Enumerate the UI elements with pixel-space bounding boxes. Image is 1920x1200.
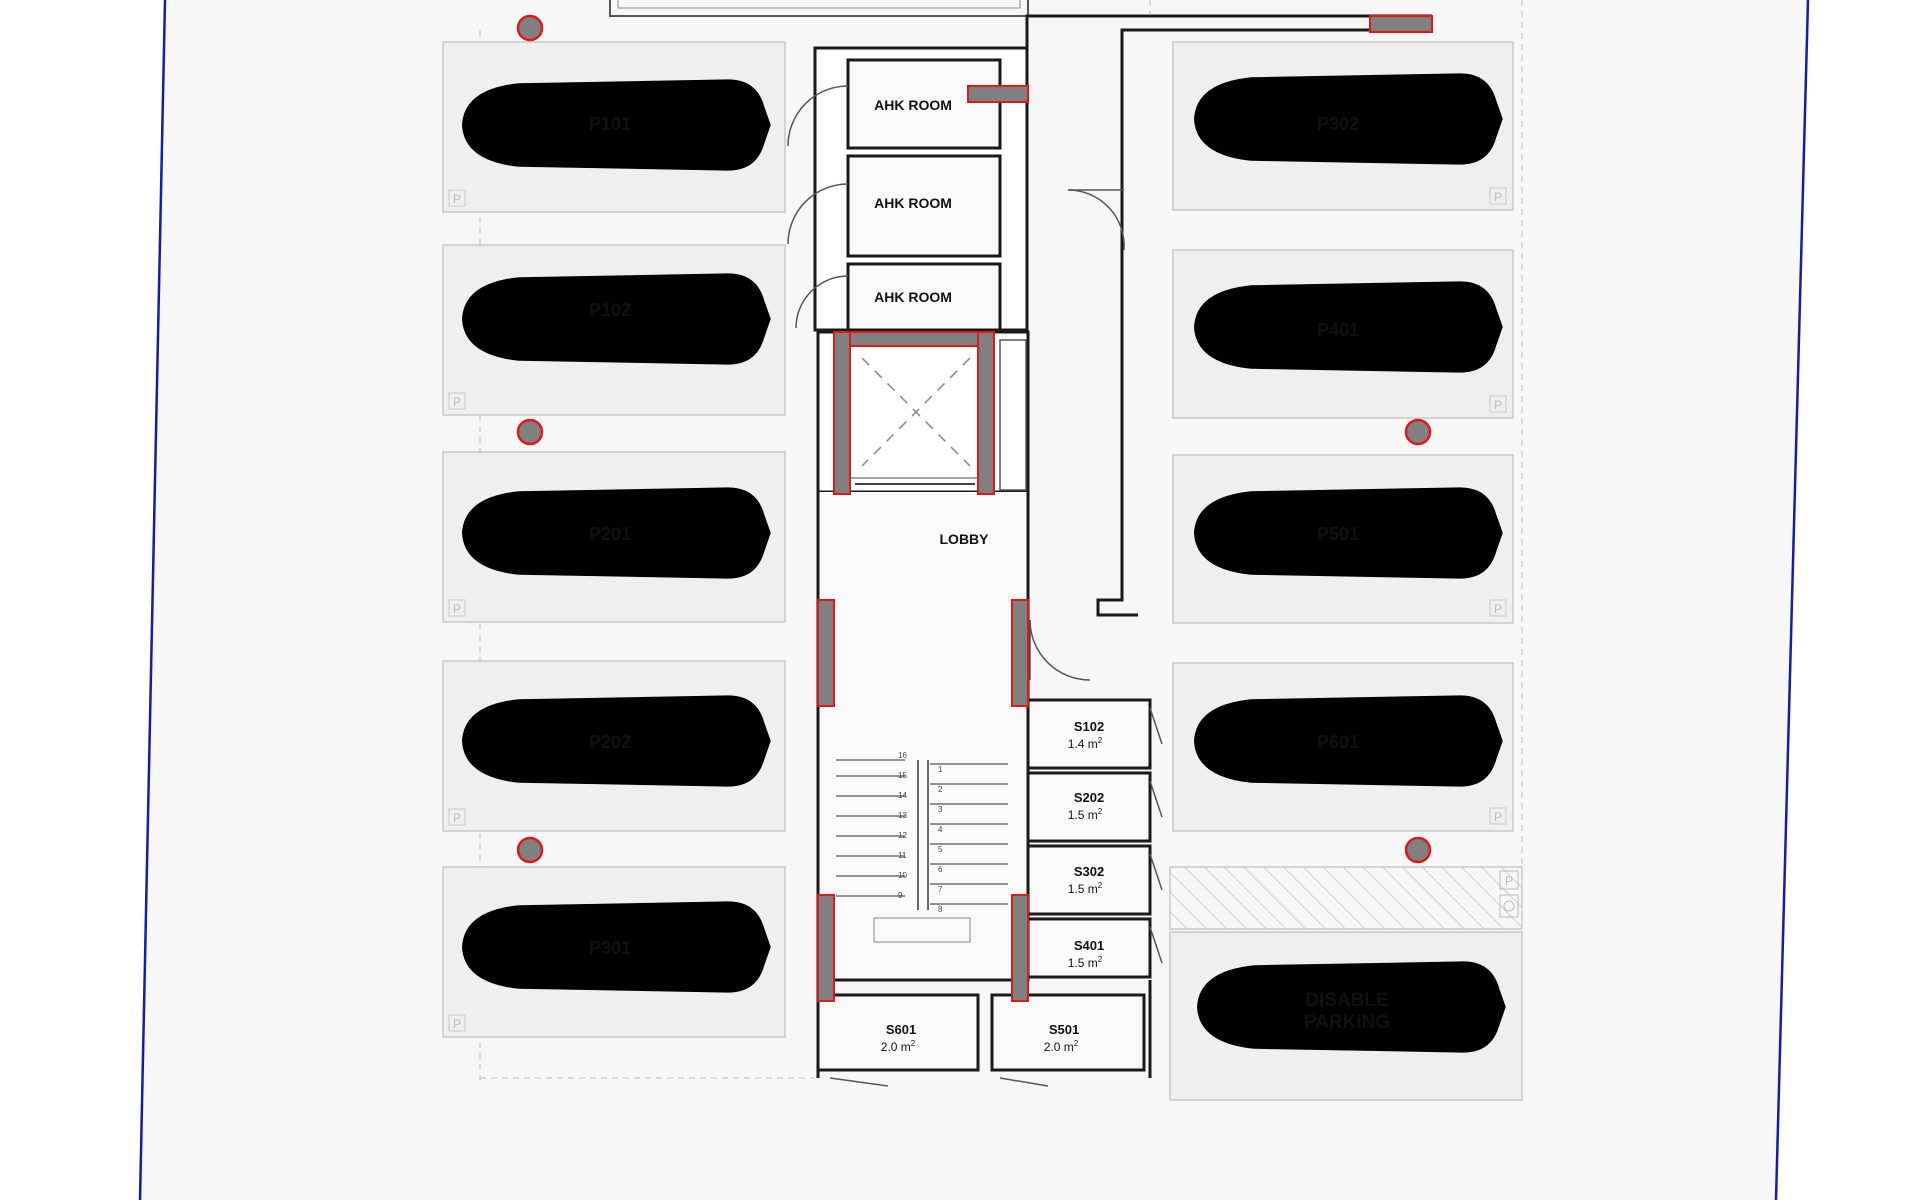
room-labels: AHK ROOM AHK ROOM AHK ROOM LOBBY: [874, 97, 989, 547]
storage-unit[interactable]: S501 2.0 m2: [1044, 1022, 1079, 1054]
parking-sign: P: [453, 811, 461, 825]
parking-bay-label: P102: [589, 300, 631, 320]
storage-labels: S102 1.4 m2 S202 1.5 m2 S302 1.5 m2 S401…: [881, 719, 1104, 1054]
svg-text:3: 3: [938, 805, 943, 814]
stair-numbers: 16 15 14 13 12 11 10 9 1 2 3 4 5 6 7 8: [898, 751, 943, 914]
parking-bay[interactable]: P302 P: [1172, 41, 1514, 211]
parking-bay[interactable]: P601 P: [1172, 662, 1514, 832]
svg-text:14: 14: [898, 791, 907, 800]
ahk-room-label: AHK ROOM: [874, 289, 952, 305]
parking-sign: P: [453, 192, 461, 206]
parking-sign: P: [1505, 874, 1513, 888]
disabled-parking-label: PARKING: [1304, 1012, 1390, 1033]
storage-name: S202: [1074, 790, 1104, 805]
svg-text:12: 12: [898, 831, 907, 840]
parking-bay[interactable]: P501 P: [1172, 454, 1514, 624]
svg-text:6: 6: [938, 865, 943, 874]
stair: [836, 759, 1008, 943]
ahk-room-label: AHK ROOM: [874, 195, 952, 211]
svg-text:5: 5: [938, 845, 943, 854]
svg-text:7: 7: [938, 885, 943, 894]
disabled-parking-label: DISABLE: [1305, 990, 1388, 1011]
door-swings: [787, 85, 1163, 1087]
top-structure: [609, 0, 1029, 17]
parking-bay[interactable]: P202 P: [442, 660, 786, 832]
core-walls: [813, 14, 1432, 1078]
storage-area: 2.0 m2: [1044, 1039, 1079, 1054]
parking-bay[interactable]: P201 P: [442, 451, 786, 623]
storage-name: S501: [1049, 1022, 1079, 1037]
lobby-label: LOBBY: [940, 531, 990, 547]
ahk-room-label: AHK ROOM: [874, 97, 952, 113]
storage-name: S302: [1074, 864, 1104, 879]
svg-text:2: 2: [938, 785, 943, 794]
disabled-access-aisle: P: [1169, 866, 1523, 930]
parking-sign: P: [1494, 602, 1502, 616]
parking-bay-label: P201: [589, 524, 631, 544]
svg-text:13: 13: [898, 811, 907, 820]
svg-text:11: 11: [898, 851, 907, 860]
parking-bay-label: P302: [1317, 114, 1359, 134]
svg-text:10: 10: [898, 871, 907, 880]
site-boundary-left: [138, 0, 167, 1200]
site-boundary-right: [1774, 0, 1810, 1200]
parking-bay-label: P202: [589, 732, 631, 752]
parking-sign: P: [453, 395, 461, 409]
parking-sign: P: [1494, 398, 1502, 412]
parking-bay[interactable]: P101 P: [442, 41, 786, 213]
parking-bay[interactable]: P401 P: [1172, 249, 1514, 419]
parking-sign: P: [453, 1017, 461, 1031]
svg-text:15: 15: [898, 771, 907, 780]
parking-bay-label: P101: [589, 114, 631, 134]
storage-area: 1.5 m2: [1068, 807, 1103, 822]
disabled-parking-bay[interactable]: DISABLE PARKING: [1169, 931, 1523, 1101]
storage-unit[interactable]: S202 1.5 m2: [1068, 790, 1104, 822]
storage-unit[interactable]: S302 1.5 m2: [1068, 864, 1104, 896]
svg-text:9: 9: [898, 891, 903, 900]
parking-bay-label: P301: [589, 938, 631, 958]
svg-text:16: 16: [898, 751, 907, 760]
svg-text:1: 1: [938, 765, 943, 774]
parking-sign: P: [1494, 810, 1502, 824]
parking-right: P302 P P401 P P501 P P601 P: [1169, 41, 1523, 1101]
parking-bay[interactable]: P301 P: [442, 866, 786, 1038]
storage-name: S102: [1074, 719, 1104, 734]
parking-left: P101 P P102 P P201 P P202 P: [442, 41, 786, 1038]
parking-bay[interactable]: P102 P: [442, 244, 786, 416]
wheelchair-icon: [1499, 894, 1519, 918]
columns-round: [516, 14, 1432, 864]
parking-sign: P: [453, 602, 461, 616]
parking-sign: P: [1494, 190, 1502, 204]
svg-text:8: 8: [938, 905, 943, 914]
storage-unit[interactable]: S102 1.4 m2: [1068, 719, 1104, 751]
storage-area: 2.0 m2: [881, 1039, 916, 1054]
parking-bay-label: P401: [1317, 320, 1359, 340]
storage-name: S601: [886, 1022, 916, 1037]
storage-area: 1.5 m2: [1068, 881, 1103, 896]
storage-area: 1.5 m2: [1068, 955, 1103, 970]
storage-area: 1.4 m2: [1068, 736, 1103, 751]
structural-walls: [817, 15, 1433, 1002]
storage-name: S401: [1074, 938, 1104, 953]
svg-text:4: 4: [938, 825, 943, 834]
storage-unit[interactable]: S401 1.5 m2: [1068, 938, 1104, 970]
storage-unit[interactable]: S601 2.0 m2: [881, 1022, 916, 1054]
parking-bay-label: P601: [1317, 732, 1359, 752]
parking-bay-label: P501: [1317, 524, 1359, 544]
